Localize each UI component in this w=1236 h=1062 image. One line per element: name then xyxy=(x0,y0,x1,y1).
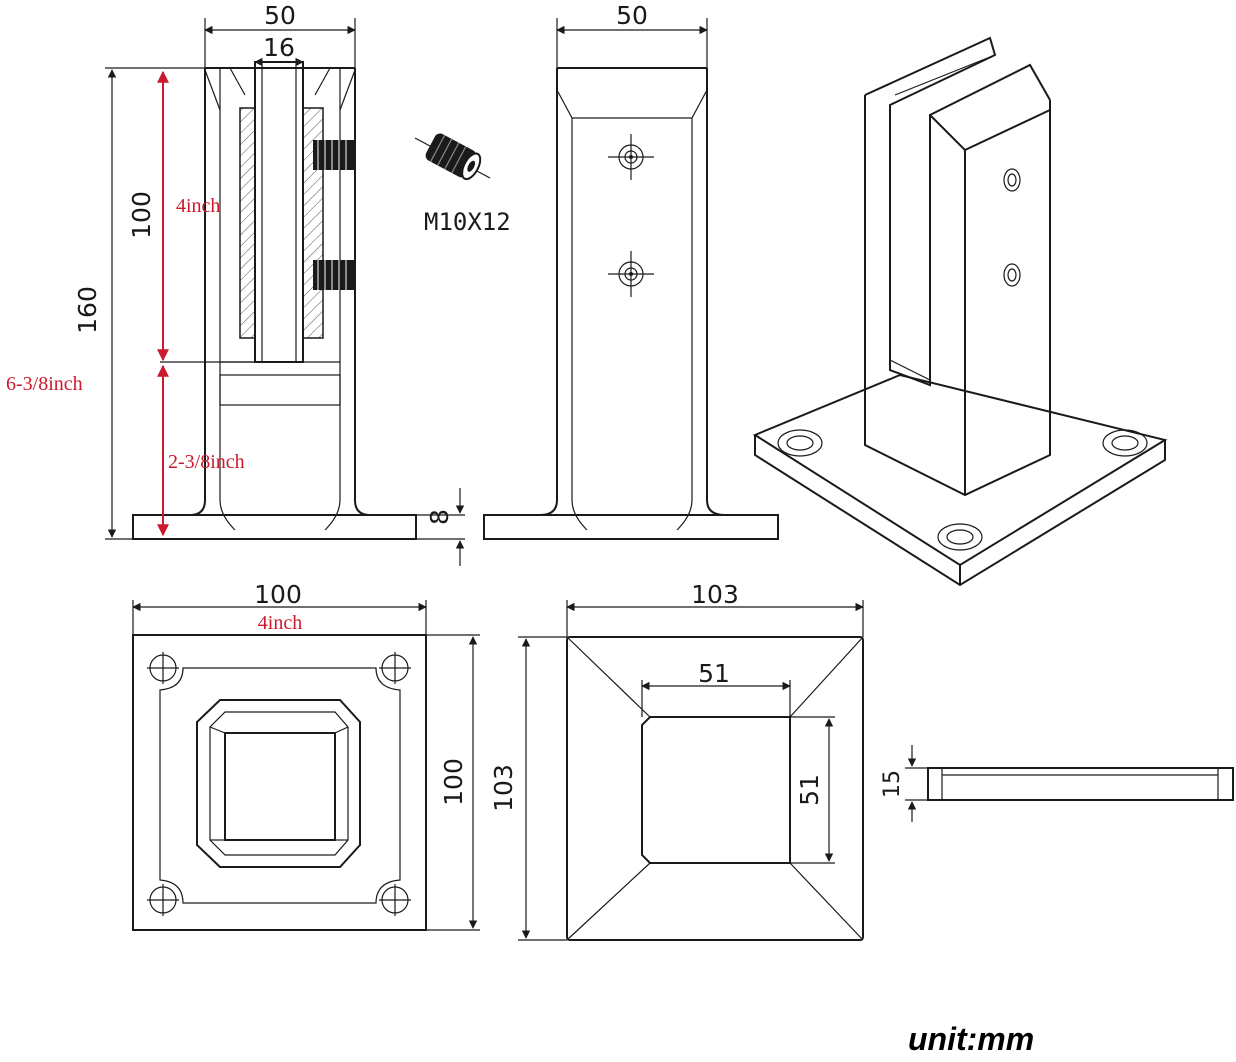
glass-height-inch-label: 4inch xyxy=(176,195,220,217)
base-height-inch-label: 2-3/8inch xyxy=(168,451,245,473)
isometric-view xyxy=(752,36,1168,587)
cover-plate-top-view: 103 103 51 51 xyxy=(489,580,864,941)
base-hole-tl xyxy=(147,652,179,684)
base-width-label: 100 xyxy=(254,580,302,609)
cover-thickness-label: 15 xyxy=(880,770,905,798)
iso-hole-left xyxy=(777,429,823,457)
cover-side-view: 15 xyxy=(880,745,1234,822)
side-width-label: 50 xyxy=(616,1,648,30)
unit-label: unit:mm xyxy=(908,1021,1034,1057)
base-hole-br xyxy=(379,884,411,916)
base-plate-top-view: 100 4inch 100 xyxy=(132,580,480,931)
glass-height-label: 100 xyxy=(127,191,156,239)
front-view: 50 16 160 6-3/8inch 100 4inch 2-3/8inch … xyxy=(6,1,465,566)
base-width-inch-label: 4inch xyxy=(258,612,302,634)
base-hole-tr xyxy=(379,652,411,684)
set-screw-upper xyxy=(313,140,355,170)
slot-width-label: 16 xyxy=(263,33,295,62)
side-screw-hole-upper xyxy=(608,134,654,180)
cover-inner-width-label: 51 xyxy=(698,659,730,688)
set-screw-lower xyxy=(313,260,355,290)
iso-hole-front xyxy=(937,523,983,551)
side-view: 50 xyxy=(483,1,779,540)
plate-thickness-label: 8 xyxy=(425,509,454,525)
iso-hole-right xyxy=(1102,429,1148,457)
base-hole-bl xyxy=(147,884,179,916)
screw-label: M10X12 xyxy=(424,208,511,236)
cover-height-label: 103 xyxy=(489,764,518,812)
screw-detail: M10X12 xyxy=(414,133,511,236)
cover-width-label: 103 xyxy=(691,580,739,609)
total-height-label: 160 xyxy=(73,286,102,334)
base-height-label: 100 xyxy=(439,758,468,806)
cover-inner-height-label: 51 xyxy=(795,774,824,806)
total-height-inch-label: 6-3/8inch xyxy=(6,373,83,395)
front-width-label: 50 xyxy=(264,1,296,30)
side-screw-hole-lower xyxy=(608,251,654,297)
